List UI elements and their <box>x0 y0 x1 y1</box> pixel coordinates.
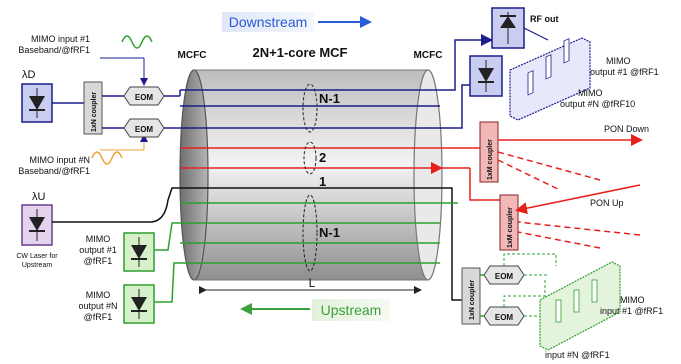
detector-downstream-n <box>469 55 503 97</box>
downstream-label: Downstream <box>229 14 308 30</box>
mimo-output-n-right-line1: MIMO <box>578 88 603 98</box>
cw-laser-label-line1: CW Laser for <box>16 253 58 260</box>
length-label: L <box>309 276 316 290</box>
mimo-input-1-right-line1: MIMO <box>620 295 645 305</box>
mimo-output-1-left-line3: @fRF1 <box>84 256 113 266</box>
lambda-u-label: λU <box>32 191 46 203</box>
eom-right-top-label: EOM <box>495 272 514 281</box>
cw-laser-upstream <box>21 204 53 246</box>
mimo-input-n-line2: Baseband/@fRF1 <box>18 166 90 176</box>
core-label-mid: 2 <box>319 150 326 165</box>
mimo-output-1-right-line1: MIMO <box>606 56 631 66</box>
upstream-banner: Upstream <box>240 299 390 321</box>
eom-left-top-label: EOM <box>135 93 154 102</box>
lambda-d-label: λD <box>22 69 36 81</box>
pon-down-label: PON Down <box>604 124 649 134</box>
upstream-cores <box>180 202 440 264</box>
mcfc-right-label: MCFC <box>414 50 443 61</box>
mimo-output-n-right-line2: output #N @fRF10 <box>560 99 635 109</box>
core-label-bottom: N-1 <box>319 225 340 240</box>
mimo-input-1-line2: Baseband/@fRF1 <box>18 45 90 55</box>
sine-icon-green <box>121 35 153 49</box>
rf-out-label: RF out <box>530 14 559 24</box>
eom-right-bottom-label: EOM <box>495 313 514 322</box>
upstream-feed-lines <box>503 253 557 317</box>
coupler-1xm-up-label: 1xM coupler <box>507 207 514 248</box>
coupler-1xm-down: 1xM coupler <box>479 121 499 183</box>
mimo-input-n-right: input #N @fRF1 <box>545 350 610 360</box>
core-label-top: N-1 <box>319 91 340 106</box>
mimo-output-1-right-line2: output #1 @fRF1 <box>590 67 659 77</box>
mimo-output-n-left-line1: MIMO <box>86 290 111 300</box>
eom-right-top: EOM <box>483 265 525 285</box>
pon-cores <box>180 147 440 169</box>
coupler-1xm-up: 1xM coupler <box>499 194 519 251</box>
coupler-1xn-right: 1xN coupler <box>461 267 481 325</box>
mimo-input-n-line1: MIMO input #N <box>29 155 90 165</box>
mcfc-left-label: MCFC <box>178 50 207 61</box>
mimo-input-1-right-line2: input #1 @fRF1 <box>600 306 663 316</box>
coupler-1xn-left: 1xN coupler <box>83 81 103 135</box>
mimo-output-1-left-line2: output #1 <box>79 245 117 255</box>
eom-left-top: EOM <box>123 86 165 106</box>
eom-left-bottom: EOM <box>123 118 165 138</box>
sine-icon-orange <box>91 151 123 165</box>
mimo-output-n-left-line3: @fRF1 <box>84 312 113 322</box>
antenna-array-upstream <box>539 261 621 351</box>
pon-up-branches <box>515 184 641 249</box>
upstream-label: Upstream <box>321 302 382 318</box>
fiber-title: 2N+1-core MCF <box>253 45 348 60</box>
length-indicator: L <box>199 276 422 294</box>
multicore-fiber-cylinder <box>179 69 443 281</box>
detector-rf-out <box>491 7 525 49</box>
downstream-banner: Downstream <box>222 12 372 32</box>
eom-left-bottom-label: EOM <box>135 125 154 134</box>
antenna-array-downstream <box>509 37 591 121</box>
coupler-1xn-right-label: 1xN coupler <box>469 280 476 320</box>
downstream-cores <box>180 89 440 129</box>
mimo-output-n-left-line2: output #N <box>78 301 117 311</box>
coupler-1xn-left-label: 1xN coupler <box>91 92 98 132</box>
cw-laser-label-line2: Upstream <box>22 262 53 269</box>
core-group-markers <box>302 83 318 272</box>
pon-up-label: PON Up <box>590 198 624 208</box>
mimo-input-1-line1: MIMO input #1 <box>31 34 90 44</box>
eom-right-bottom: EOM <box>483 306 525 326</box>
core-label-one: 1 <box>319 174 326 189</box>
mimo-output-1-left-line1: MIMO <box>86 234 111 244</box>
detector-upstream-1 <box>123 232 155 272</box>
coupler-1xm-down-label: 1xM coupler <box>487 139 494 180</box>
pon-down-branches <box>497 134 643 191</box>
detector-upstream-n <box>123 284 155 324</box>
laser-source-downstream <box>21 83 53 123</box>
